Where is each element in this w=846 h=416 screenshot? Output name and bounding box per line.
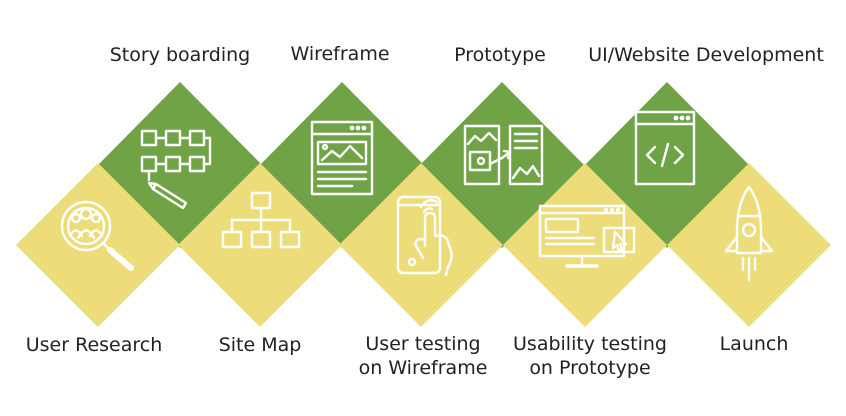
label-site-map: Site Map bbox=[218, 334, 302, 356]
tablet-tap-icon bbox=[396, 195, 453, 277]
sitemap-tree-icon bbox=[221, 191, 301, 249]
label-story-boarding: Story boarding bbox=[109, 44, 251, 66]
rocket-icon bbox=[724, 185, 774, 282]
diamond-launch bbox=[667, 163, 831, 327]
monitor-cursor-icon bbox=[538, 204, 636, 268]
label-ui-website-development: UI/Website Development bbox=[588, 44, 824, 66]
label-user-testing: User testing on Wireframe bbox=[343, 333, 503, 381]
magnifier-users-icon bbox=[60, 200, 134, 271]
label-wireframe: Wireframe bbox=[290, 43, 390, 65]
prototype-screens-icon bbox=[463, 124, 544, 186]
label-prototype: Prototype bbox=[454, 44, 546, 66]
label-usability-testing-line1: Usability testing bbox=[513, 333, 667, 355]
storyboard-flowchart-pencil-icon bbox=[140, 129, 212, 210]
label-user-testing-line1: User testing bbox=[365, 333, 481, 355]
label-user-testing-line2: on Wireframe bbox=[358, 356, 488, 379]
label-launch: Launch bbox=[719, 333, 789, 355]
wireframe-window-icon bbox=[310, 120, 374, 196]
diamond-site-map bbox=[178, 163, 342, 327]
diamond-user-research bbox=[16, 163, 180, 327]
label-usability-testing-line2: on Prototype bbox=[529, 356, 651, 379]
diamond-user-testing bbox=[339, 163, 503, 327]
label-user-research: User Research bbox=[25, 334, 163, 356]
code-window-icon bbox=[634, 110, 696, 186]
label-usability-testing: Usability testing on Prototype bbox=[500, 333, 680, 381]
